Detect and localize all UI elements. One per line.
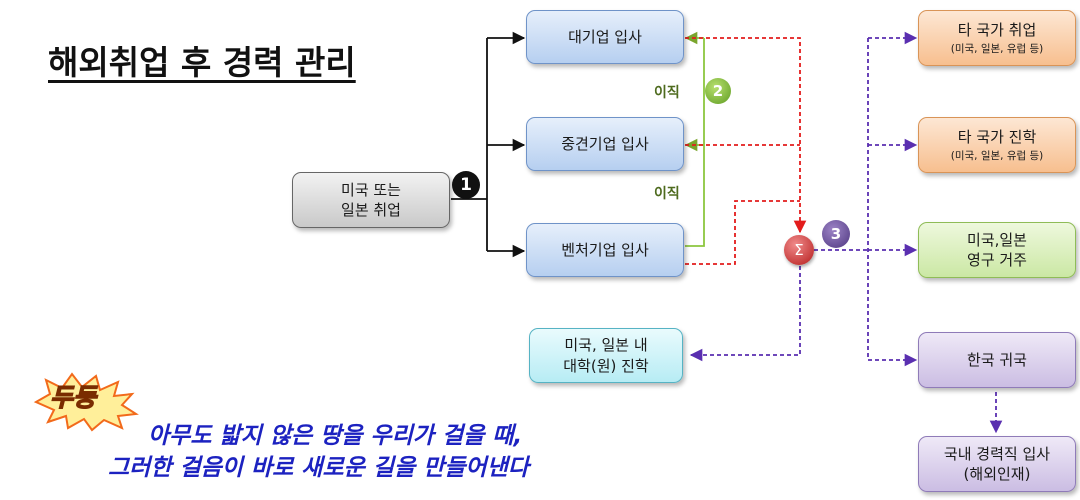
transfer-label-2: 이직 xyxy=(654,186,680,202)
other-country-job-sub: (미국, 일본, 유럽 등) xyxy=(950,42,1044,55)
start-to-company-arrows xyxy=(451,31,526,258)
permanent-residence-box: 미국,일본 영구 거주 xyxy=(918,222,1076,278)
mid-company-box: 중견기업 입사 xyxy=(526,117,684,171)
sigma-node: Σ xyxy=(784,235,814,265)
quote-line-2: 그러한 걸음이 바로 새로운 길을 만들어낸다 xyxy=(108,455,529,481)
other-country-job-box: 타 국가 취업 (미국, 일본, 유럽 등) xyxy=(918,10,1076,66)
quote-line-1: 아무도 밟지 않은 땅을 우리가 걸을 때, xyxy=(148,423,523,449)
start-box: 미국 또는 일본 취업 xyxy=(292,172,450,228)
other-country-job-title: 타 국가 취업 xyxy=(957,21,1037,40)
domestic-career-box: 국내 경력직 입사 (해외인재) xyxy=(918,436,1076,492)
start-box-line1: 미국 또는 xyxy=(341,180,401,199)
domestic-career-line1: 국내 경력직 입사 xyxy=(943,444,1051,463)
other-country-study-title: 타 국가 진학 xyxy=(957,128,1037,147)
large-company-box: 대기업 입사 xyxy=(526,10,684,64)
university-line1: 미국, 일본 내 xyxy=(564,336,648,355)
other-country-study-box: 타 국가 진학 (미국, 일본, 유럽 등) xyxy=(918,117,1076,173)
domestic-career-line2: (해외인재) xyxy=(963,465,1031,483)
return-korea-label: 한국 귀국 xyxy=(967,350,1027,369)
burst-text: 두둥 xyxy=(49,382,97,412)
large-company-label: 대기업 입사 xyxy=(568,27,642,46)
university-box: 미국, 일본 내 대학(원) 진학 xyxy=(529,328,683,383)
permanent-residence-line2: 영구 거주 xyxy=(967,251,1027,269)
burst-icon xyxy=(33,372,139,432)
sigma-flow-arrows xyxy=(685,37,807,265)
other-country-study-sub: (미국, 일본, 유럽 등) xyxy=(950,149,1044,162)
mid-company-label: 중견기업 입사 xyxy=(561,134,649,153)
start-box-line2: 일본 취업 xyxy=(341,201,401,219)
outcome-arrows xyxy=(689,31,1003,434)
transfer-label-1: 이직 xyxy=(654,85,680,101)
step-2-badge: 2 xyxy=(705,78,731,104)
step-1-badge: 1 xyxy=(452,171,480,199)
venture-company-box: 벤처기업 입사 xyxy=(526,223,684,277)
return-korea-box: 한국 귀국 xyxy=(918,332,1076,388)
transfer-arrows xyxy=(684,31,705,247)
step-3-badge: 3 xyxy=(822,220,850,248)
page-title: 해외취업 후 경력 관리 xyxy=(48,43,356,82)
university-line2: 대학(원) 진학 xyxy=(563,356,649,375)
permanent-residence-line1: 미국,일본 xyxy=(967,230,1027,249)
venture-company-label: 벤처기업 입사 xyxy=(561,240,649,259)
